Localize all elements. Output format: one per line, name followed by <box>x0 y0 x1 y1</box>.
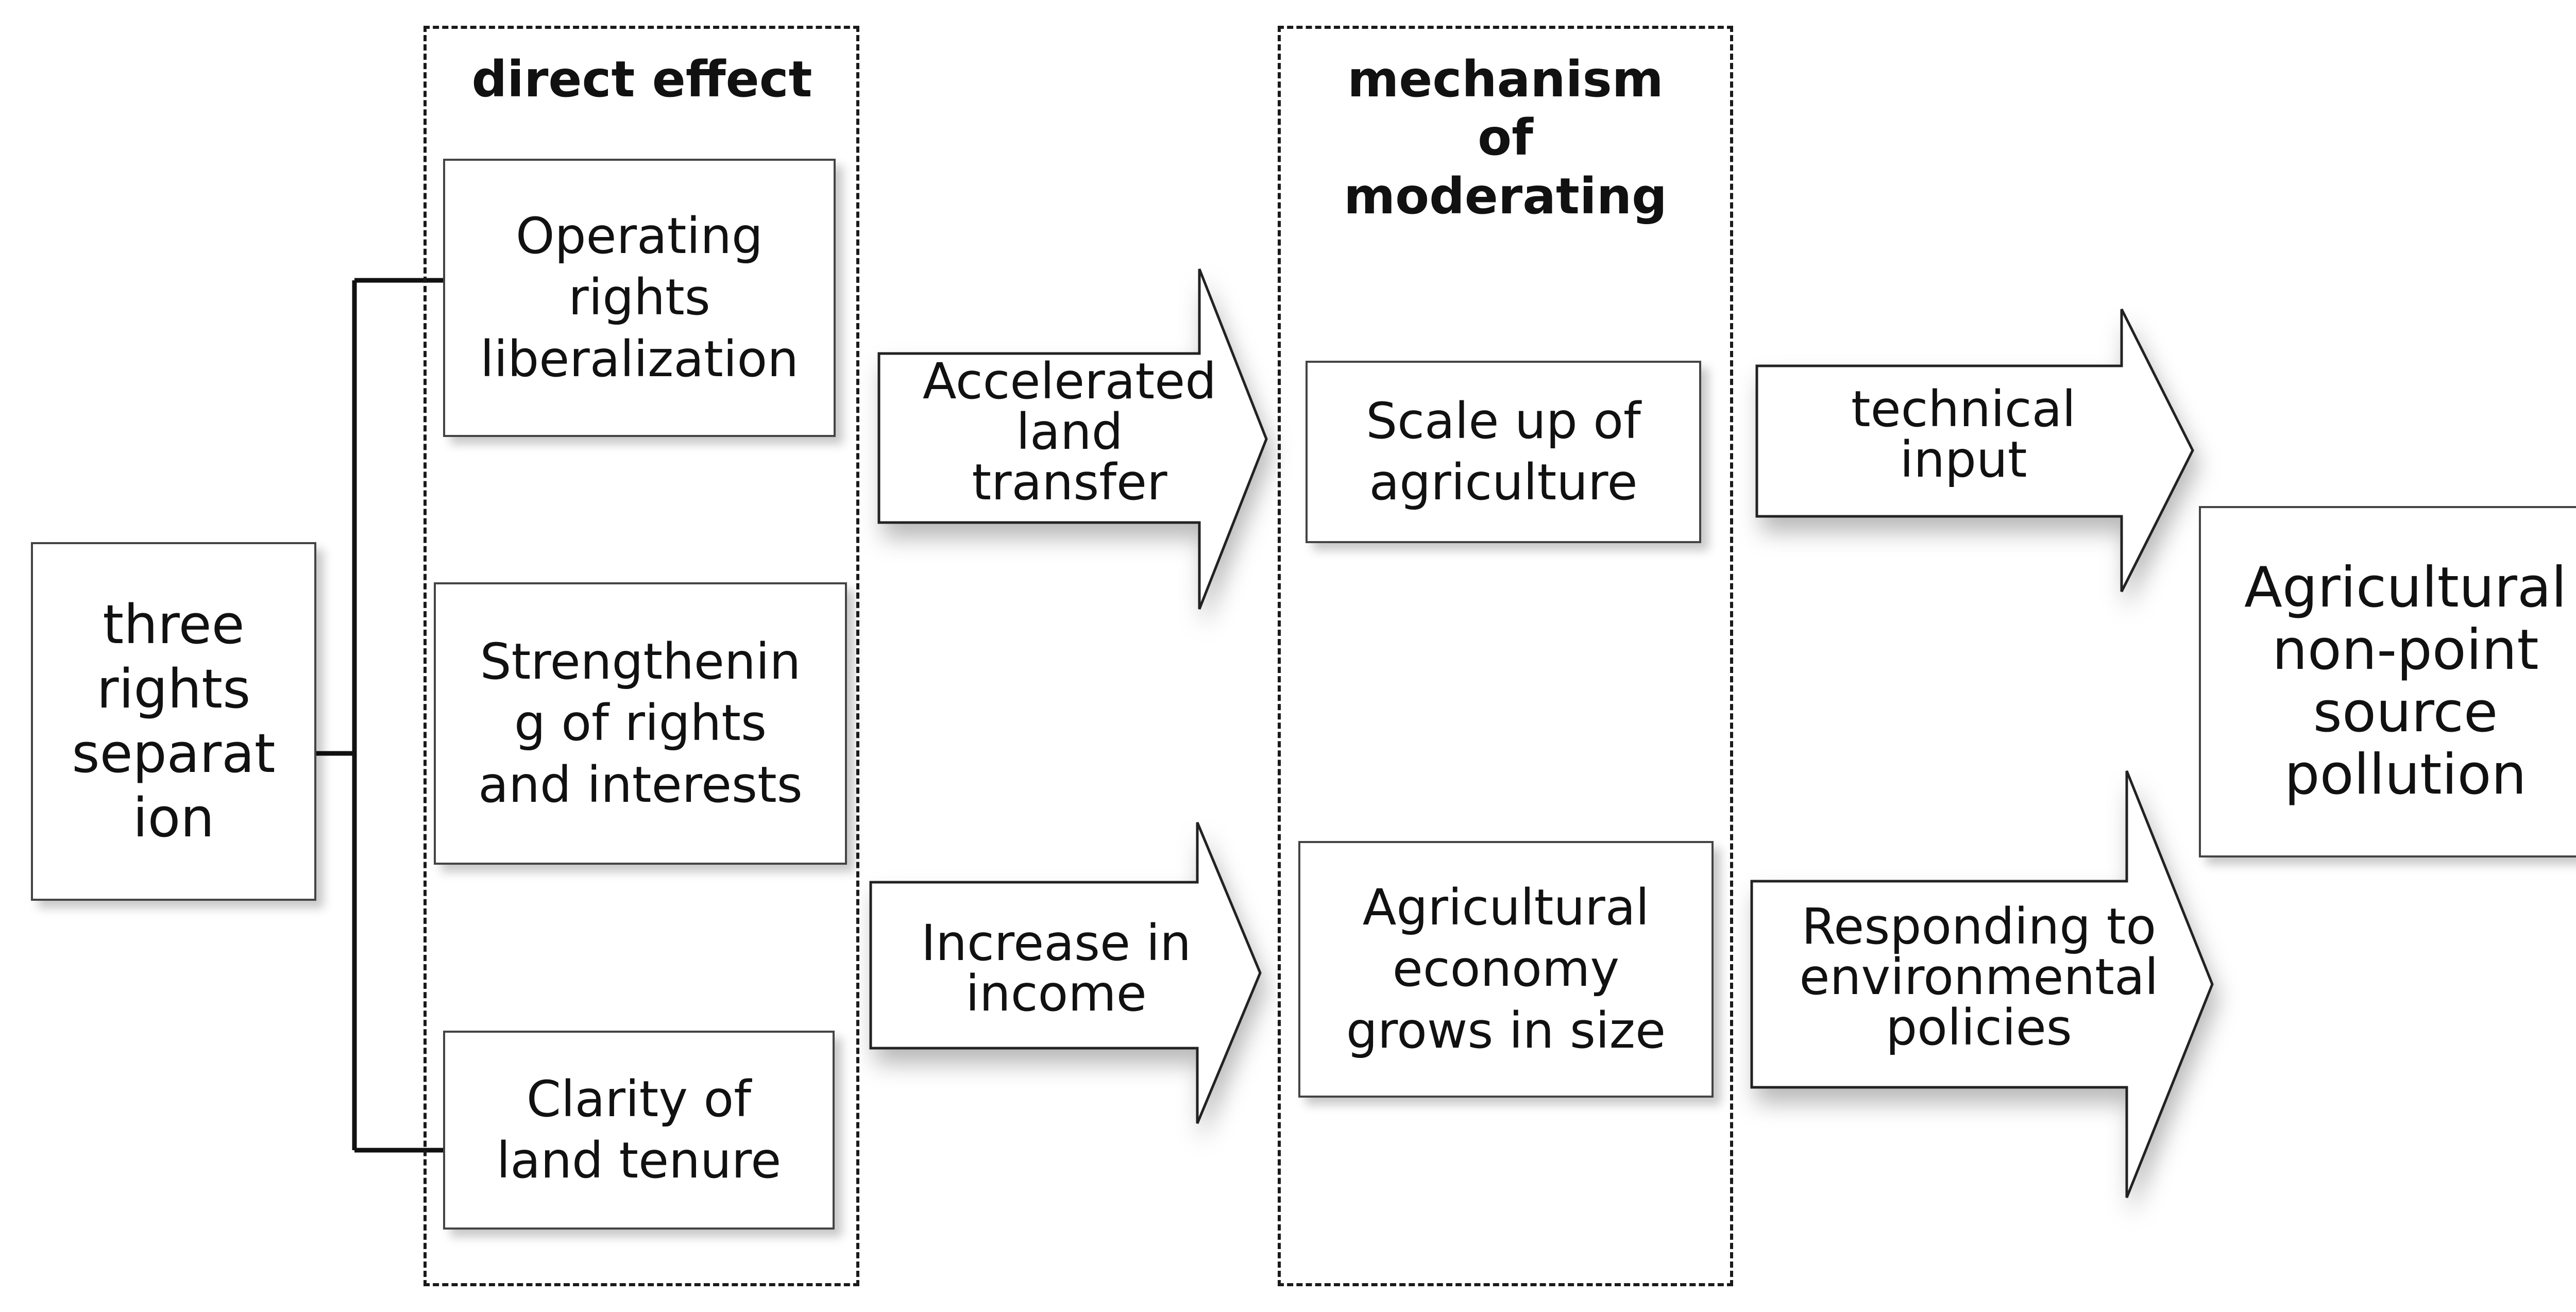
node-scale-up-agriculture: Scale up of agriculture <box>1306 361 1701 543</box>
node-label: Strengthenin g of rights and interests <box>478 633 803 814</box>
moderating-group <box>1278 26 1733 1286</box>
arrow-income <box>869 822 1262 1124</box>
arrow-policies <box>1750 770 2214 1198</box>
node-strengthening-rights: Strengthenin g of rights and interests <box>434 582 847 865</box>
arrow-land-transfer <box>877 268 1268 610</box>
direct-effect-group <box>423 26 859 1286</box>
node-label: Agricultural non-point source pollution <box>2244 556 2567 807</box>
arrow-label-land-transfer: Accelerated land transfer <box>922 352 1217 511</box>
node-label: Scale up of agriculture <box>1366 392 1641 511</box>
node-label: Clarity of land tenure <box>496 1070 782 1189</box>
moderating-title: mechanism of moderating <box>1344 51 1667 225</box>
arrow-label-income: Increase in income <box>921 914 1192 1022</box>
arrow-label-technical: technical input <box>1851 380 2076 489</box>
node-agricultural-pollution: Agricultural non-point source pollution <box>2199 506 2576 857</box>
node-three-rights-separation: three rights separat ion <box>31 542 316 901</box>
direct-effect-title: direct effect <box>471 51 812 108</box>
node-operating-rights-liberalization: Operating rights liberalization <box>443 159 836 437</box>
arrow-label-policies: Responding to environmental policies <box>1799 898 2159 1056</box>
node-label: three rights separat ion <box>72 593 276 849</box>
node-label: Agricultural economy grows in size <box>1346 879 1666 1059</box>
node-label: Operating rights liberalization <box>480 207 799 388</box>
node-clarity-land-tenure: Clarity of land tenure <box>443 1031 835 1230</box>
arrow-technical <box>1755 308 2194 593</box>
node-economy-grows: Agricultural economy grows in size <box>1298 841 1714 1098</box>
